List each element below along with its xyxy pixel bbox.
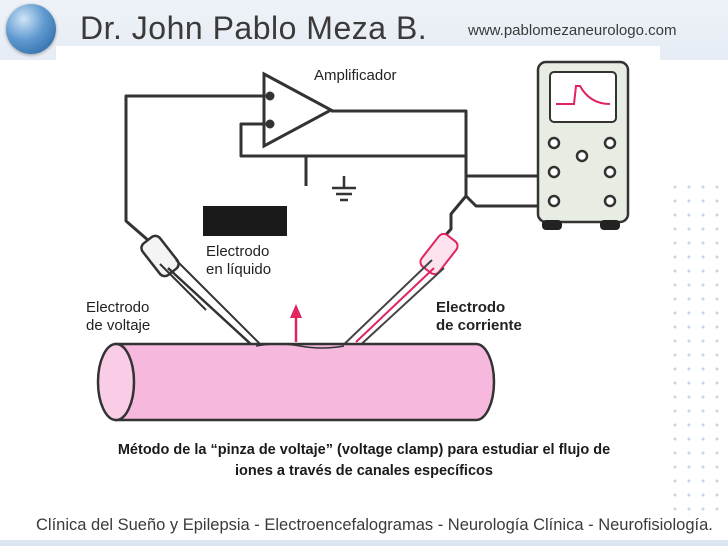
decorative-dot-grid xyxy=(668,180,724,520)
amplifier-label: Amplificador xyxy=(314,67,397,84)
oscilloscope-knob xyxy=(603,165,617,179)
current-electrode-label-line1: Electrodo xyxy=(436,299,505,316)
oscilloscope-knob xyxy=(603,136,617,150)
oscilloscope-foot xyxy=(600,220,620,230)
oscilloscope xyxy=(536,60,630,230)
website-url: www.pablomezaneurologo.com xyxy=(468,22,677,39)
page-title: Dr. John Pablo Meza B. xyxy=(80,10,428,46)
oscilloscope-knob xyxy=(575,149,589,163)
amplifier-input-dot xyxy=(265,91,275,101)
footer-text: Clínica del Sueño y Epilepsia - Electroe… xyxy=(36,516,713,534)
caption-line-1: Método de la “pinza de voltaje” (voltage… xyxy=(117,442,611,458)
oscilloscope-knob xyxy=(547,194,561,208)
liquid-electrode-label-line2: en líquido xyxy=(206,261,271,278)
current-electrode-label-line2: de corriente xyxy=(436,317,522,334)
oscilloscope-foot xyxy=(542,220,562,230)
liquid-electrode-block xyxy=(203,206,287,236)
axon-cylinder xyxy=(96,342,496,422)
diagram-caption: Método de la “pinza de voltaje” (voltage… xyxy=(40,440,688,482)
voltage-electrode-label-line2: de voltaje xyxy=(86,317,150,334)
voltage-electrode-label-line1: Electrodo xyxy=(86,299,149,316)
oscilloscope-knob xyxy=(547,165,561,179)
liquid-electrode-label-line1: Electrodo xyxy=(206,243,269,260)
amplifier-symbol xyxy=(262,71,335,149)
oscilloscope-screen xyxy=(549,71,617,123)
ground-icon xyxy=(332,176,356,202)
voltage-clamp-diagram: Amplificador Electrodo en líquido xyxy=(56,46,660,430)
amplifier-input-dot xyxy=(265,119,275,129)
circuit-wires xyxy=(124,94,556,247)
oscilloscope-knob xyxy=(603,194,617,208)
oscilloscope-knob xyxy=(547,136,561,150)
oscilloscope-trace xyxy=(556,85,611,105)
caption-line-2: iones a través de canales específicos xyxy=(235,463,493,479)
logo-icon xyxy=(6,4,56,54)
footer-band xyxy=(0,540,728,546)
ion-flow-arrow-icon xyxy=(290,304,302,342)
